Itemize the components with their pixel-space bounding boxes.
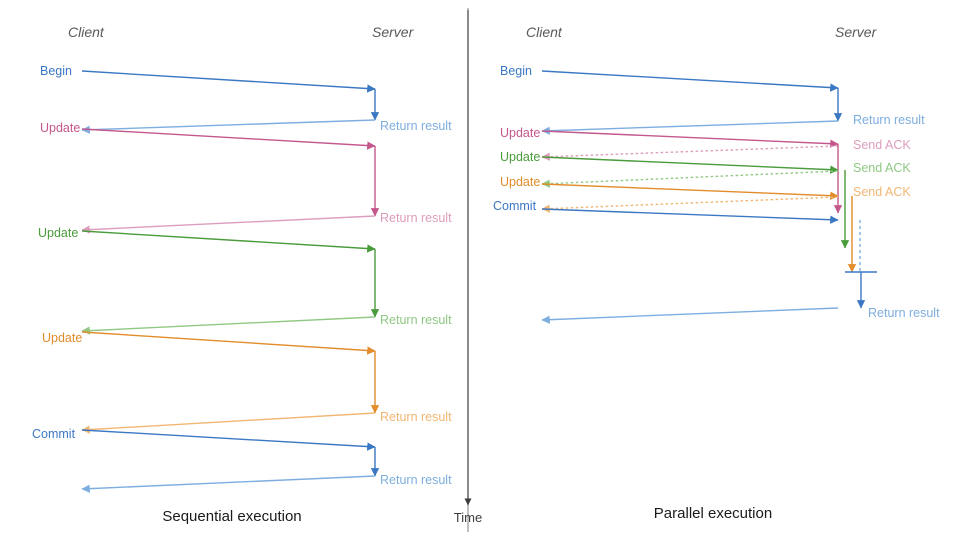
message-label-update1-ack: Send ACK [853,138,911,152]
message-update2-ack [541,170,839,188]
message-update3-request [541,183,839,200]
message-label-update1-request: Update [40,121,80,135]
panel-caption: Sequential execution [162,508,301,525]
message-update3-ack [541,196,839,213]
message-label-update3-return: Return result [380,410,452,424]
message-label-update1-request: Update [500,126,540,140]
message-label-commit-request: Commit [32,427,76,441]
message-label-begin-return: Return result [853,113,925,127]
message-label-begin-request: Begin [500,64,532,78]
message-begin-return [81,119,376,134]
message-update2-request [81,230,376,253]
message-update3-request [81,331,376,355]
time-axis-label: Time [454,510,482,525]
message-commit-request [541,208,839,224]
actor-label-server: Server [372,24,415,40]
message-label-update2-request: Update [38,226,78,240]
message-label-update1-return: Return result [380,211,452,225]
message-label-update3-ack: Send ACK [853,185,911,199]
message-update1-request [81,128,376,150]
message-label-commit-return: Return result [868,306,940,320]
message-update3-return [81,412,376,434]
message-label-update3-request: Update [42,331,82,345]
message-commit-return [541,307,839,324]
message-label-commit-return: Return result [380,473,452,487]
message-begin-request [81,70,376,93]
actor-label-client: Client [68,24,105,40]
message-begin-return [541,120,839,135]
panel-caption: Parallel execution [654,505,772,522]
message-label-update2-request: Update [500,150,540,164]
message-label-commit-request: Commit [493,199,537,213]
message-label-begin-return: Return result [380,119,452,133]
message-update1-request [541,130,839,148]
message-update1-return [81,215,376,234]
message-update2-request [541,156,839,174]
message-update2-return [81,316,376,335]
message-begin-request [541,70,839,92]
message-label-update3-request: Update [500,175,540,189]
message-label-update2-ack: Send ACK [853,161,911,175]
actor-label-client: Client [526,24,563,40]
message-commit-request [81,429,376,451]
message-label-update2-return: Return result [380,313,452,327]
message-update1-ack [541,145,839,161]
message-label-begin-request: Begin [40,64,72,78]
actor-label-server: Server [835,24,878,40]
message-commit-return [81,475,376,493]
